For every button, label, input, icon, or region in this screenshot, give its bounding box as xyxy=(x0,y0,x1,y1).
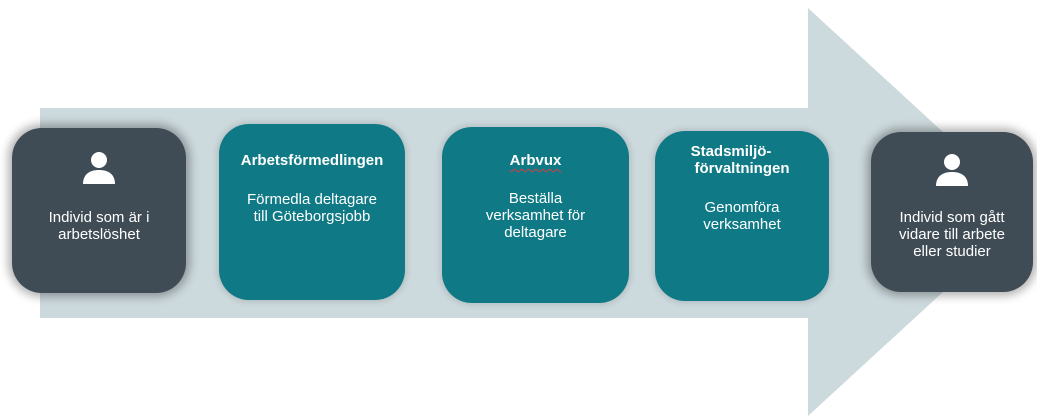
text-line: Förmedla deltagare xyxy=(246,191,378,208)
end-person-text: Individ som gått vidare till arbete elle… xyxy=(877,209,1027,260)
stage-title: Stadsmiljö- förvaltningen xyxy=(655,143,829,177)
stage-title: Arbvux xyxy=(446,152,625,169)
spellcheck-word: Arbvux xyxy=(509,152,562,169)
title-line: förvaltningen xyxy=(694,160,790,177)
title-line: Arbvux xyxy=(446,152,625,169)
stage-text: Genomföra verksamhet xyxy=(661,199,823,233)
text-line: verksamhet xyxy=(703,216,781,233)
stage-box-stadsmiljoforvaltningen: Stadsmiljö- förvaltningen Genomföra verk… xyxy=(655,131,829,301)
text-line: verksamhet för xyxy=(485,207,586,224)
stage-box-arbvux: Arbvux Beställa verksamhet för deltagare xyxy=(442,127,629,303)
text-line: Genomföra xyxy=(704,199,780,216)
user-icon xyxy=(83,152,115,184)
end-person-box: Individ som gått vidare till arbete elle… xyxy=(871,132,1033,292)
stage-text: Förmedla deltagare till Göteborgsjobb xyxy=(225,191,399,225)
text-line: arbetslöshet xyxy=(58,226,140,243)
title-line: Stadsmiljö- xyxy=(690,143,772,160)
text-line: vidare till arbete xyxy=(899,226,1005,243)
text-line: deltagare xyxy=(504,224,567,241)
start-person-box: Individ som är i arbetslöshet xyxy=(12,128,186,293)
text-line: Beställa xyxy=(508,190,563,207)
text-line: eller studier xyxy=(913,243,991,260)
start-person-text: Individ som är i arbetslöshet xyxy=(18,209,180,243)
text-line: till Göteborgsjobb xyxy=(253,208,371,225)
stage-text: Beställa verksamhet för deltagare xyxy=(448,190,623,241)
stage-title: Arbetsförmedlingen xyxy=(223,152,401,169)
stage-box-arbetsformedlingen: Arbetsförmedlingen Förmedla deltagare ti… xyxy=(219,124,405,300)
text-line: Individ som är i xyxy=(48,209,150,226)
user-icon xyxy=(936,154,968,186)
title-line: Arbetsförmedlingen xyxy=(240,152,384,169)
text-line: Individ som gått xyxy=(899,209,1005,226)
